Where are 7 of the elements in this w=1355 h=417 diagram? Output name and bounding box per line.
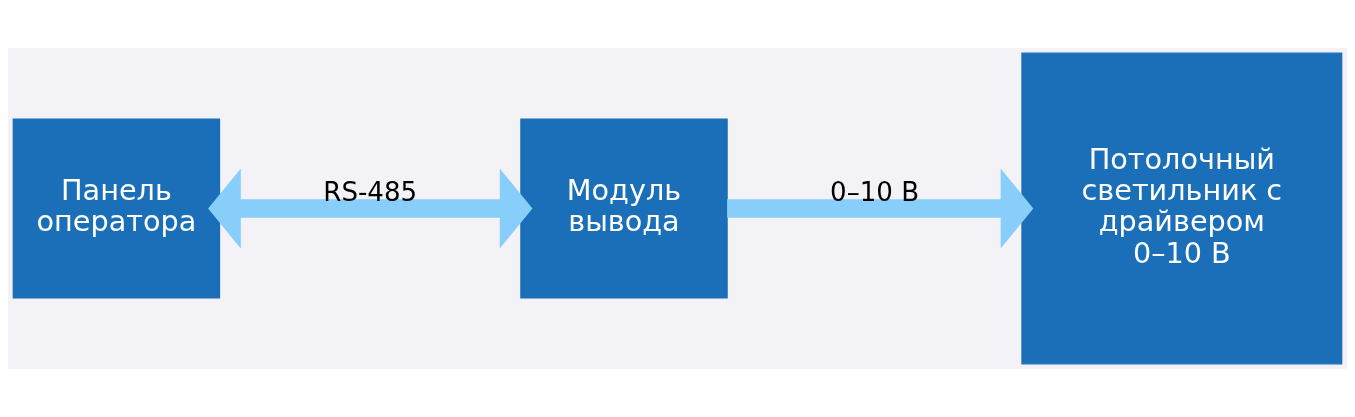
arrow: [208, 168, 533, 249]
arrow: [727, 168, 1034, 249]
edge-label: 0–10 В: [830, 176, 920, 207]
node-box: Потолочный светильник с драйвером 0–10 В: [1021, 52, 1343, 365]
node-box: Панель оператора: [12, 118, 221, 299]
node-box: Модуль вывода: [520, 118, 728, 299]
edge-label: RS-485: [323, 176, 418, 207]
